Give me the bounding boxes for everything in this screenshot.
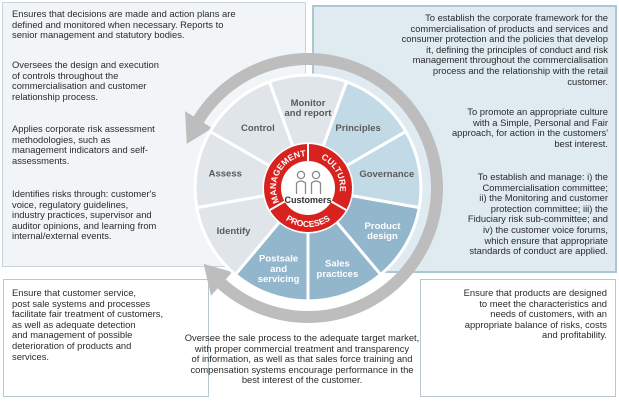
segment-label: Identify [217, 226, 251, 237]
customer-icon [310, 170, 322, 194]
panel-text: Ensure that customer service, post sale … [12, 287, 164, 362]
panel-text: To establish and manage: i) the Commerci… [467, 171, 608, 257]
customers-label: Customers [284, 195, 331, 205]
panel-text: To promote an appropriate culture with a… [451, 106, 608, 149]
postsale-panel: Ensure that customer service, post sale … [3, 279, 209, 397]
panel-text: Ensures that decisions are made and acti… [12, 8, 236, 41]
segment-label: Control [241, 123, 275, 134]
customers-hub [281, 161, 335, 215]
customer-icon [295, 170, 307, 194]
sales-practices-description: Oversee the sale process to the adequate… [184, 332, 420, 386]
segment-label: Governance [359, 169, 414, 180]
panel-text: To establish the corporate framework for… [401, 12, 608, 87]
processes-label: PROCESES [284, 213, 331, 229]
panel-text: Identifies risks through: customer's voi… [12, 188, 157, 242]
segment-label: Principles [335, 123, 380, 134]
panel-text: Oversees the design and execution of con… [12, 59, 159, 102]
segment-label: Assess [209, 168, 242, 179]
panel-text: Ensure that products are designed to mee… [463, 287, 607, 341]
arrow-head [185, 111, 213, 144]
panel-text: Applies corporate risk assessment method… [12, 123, 155, 166]
product-design-panel: Ensure that products are designed to mee… [420, 279, 616, 397]
arrow-head [203, 263, 233, 296]
